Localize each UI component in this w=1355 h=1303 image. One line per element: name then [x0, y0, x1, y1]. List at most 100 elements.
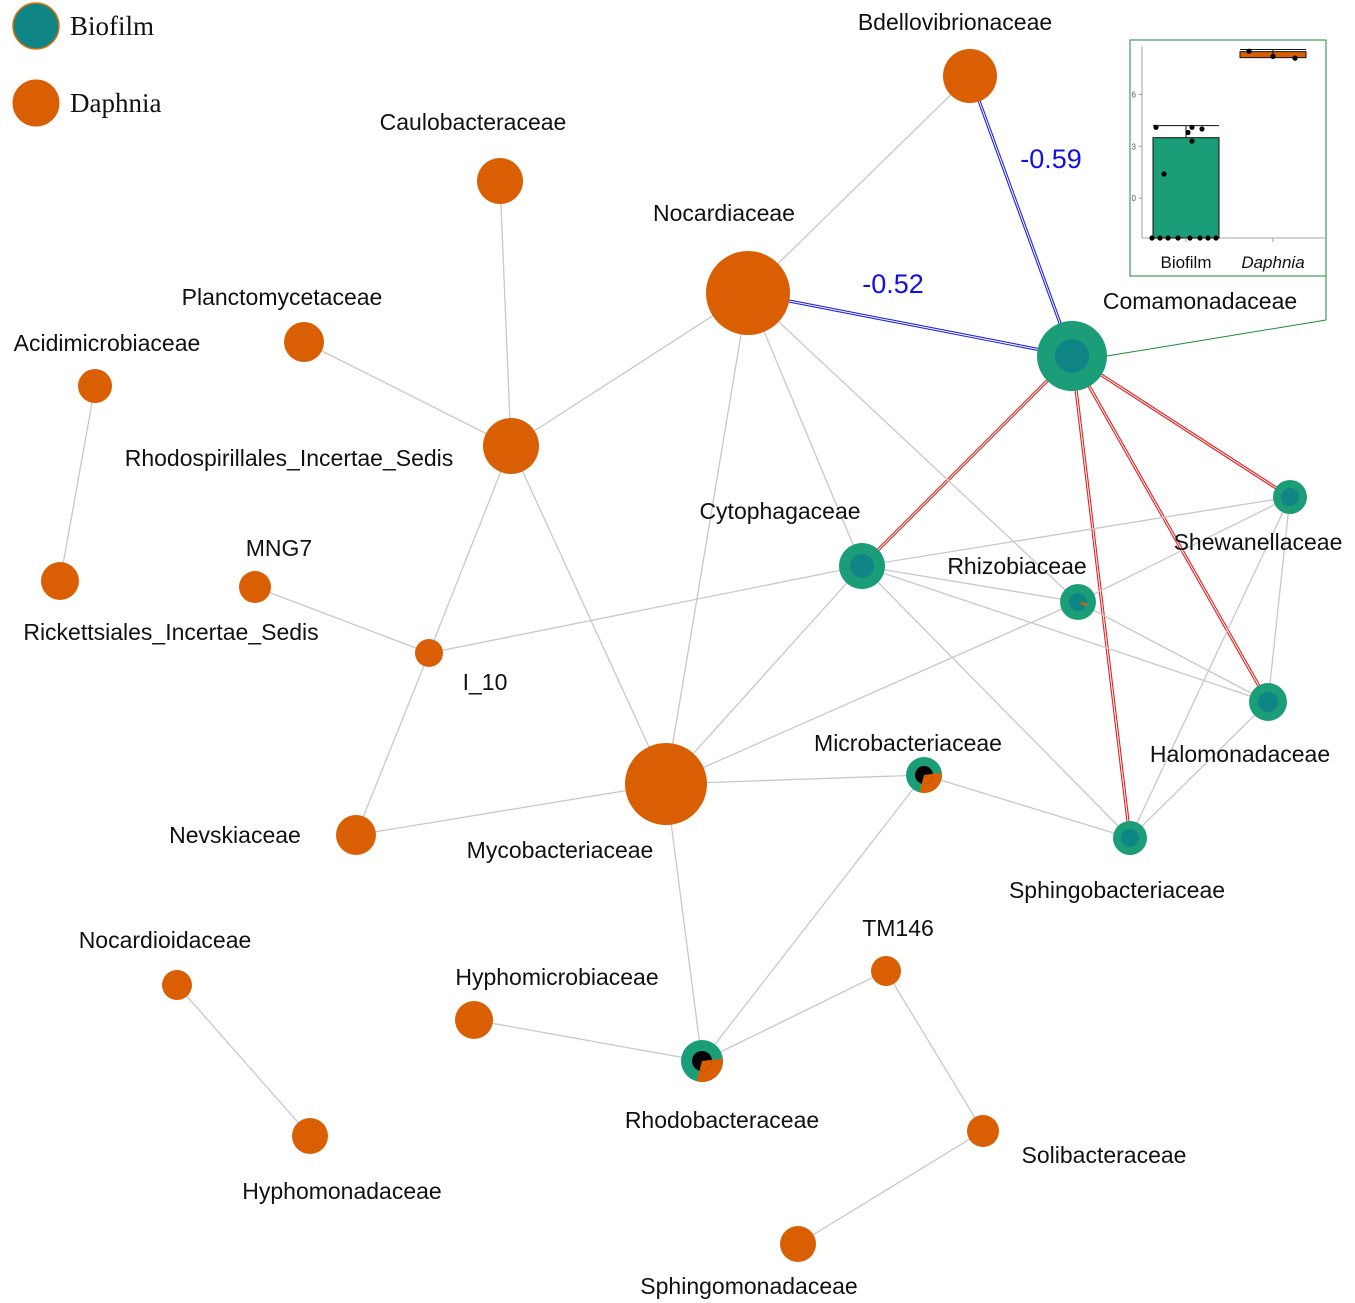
edge-comamona-shewanella [1071, 354, 1291, 499]
inset-data-point [1213, 235, 1219, 241]
edge-cytophaga-sphingobact [861, 565, 1131, 839]
node-label-i10: I_10 [463, 669, 508, 695]
node-circle [455, 1001, 493, 1039]
node-inner-daphnia-wedge [921, 773, 933, 784]
node-daphnia-wedge [1078, 602, 1087, 607]
inset-data-point [1185, 129, 1191, 136]
edge-mycobact-rhodobact [665, 783, 703, 1062]
node-comamona [1037, 321, 1107, 391]
node-cytophaga [839, 543, 885, 589]
node-circle [706, 251, 790, 335]
inset-data-point [1149, 235, 1155, 241]
node-inner-core [1258, 692, 1278, 712]
node-i10 [415, 639, 443, 667]
node-label-rhodospir: Rhodospirillales_Incertae_Sedis [125, 445, 454, 471]
node-label-nevskia: Nevskiaceae [169, 822, 301, 848]
node-circle [967, 1115, 999, 1147]
node-mycobact [625, 743, 707, 825]
edge-weight-label: -0.52 [862, 269, 924, 299]
inset-data-point [1189, 138, 1195, 144]
node-circle [292, 1118, 328, 1154]
node-label-caulo: Caulobacteraceae [380, 109, 567, 135]
node-label-tm146: TM146 [862, 915, 934, 941]
inset-data-point [1175, 235, 1181, 241]
node-circle [943, 49, 997, 103]
edge-core [1071, 355, 1269, 703]
inset-data-point [1246, 48, 1252, 54]
legend-biofilm-label: Biofilm [70, 11, 154, 41]
inset-data-point [1153, 124, 1159, 130]
node-tm146 [871, 956, 901, 986]
node-label-sphingobact: Sphingobacteriaceae [1009, 877, 1225, 903]
node-circle [625, 743, 707, 825]
inset-y-tick-label: 0 [1132, 194, 1137, 203]
node-label-bdello: Bdellovibrionaceae [858, 9, 1052, 35]
node-ricketts [41, 562, 79, 600]
edge-cytophaga-rhizobia [861, 565, 1079, 603]
inset-data-point [1205, 235, 1211, 241]
node-caulo [477, 158, 523, 204]
edge-acidimicro-ricketts [59, 385, 96, 582]
node-acidimicro [78, 369, 112, 403]
node-circle [78, 369, 112, 403]
node-layer [41, 49, 1307, 1262]
edge-rhizobia-shewanella [1077, 496, 1291, 603]
node-label-hyphomicro: Hyphomicrobiaceae [455, 964, 658, 990]
node-circle [477, 158, 523, 204]
edge-core [1071, 355, 1291, 498]
edge-rhizobia-halomona [1077, 601, 1269, 703]
node-sphingobact [1113, 821, 1147, 855]
node-label-rhizobia: Rhizobiaceae [947, 553, 1086, 579]
edge-bdello-nocardiaceae [747, 75, 971, 294]
node-rhizobia [1060, 584, 1096, 620]
node-circle [239, 571, 271, 603]
node-label-ricketts: Rickettsiales_Incertae_Sedis [23, 619, 318, 645]
inset-data-point [1197, 235, 1203, 241]
edge-mycobact-nevskia [355, 783, 667, 836]
inset-data-point [1165, 235, 1171, 241]
edge-i10-nevskia [355, 652, 430, 836]
legend-daphnia-label: Daphnia [70, 88, 161, 118]
inset-data-point [1270, 53, 1276, 59]
node-label-comamona: Comamonadaceae [1103, 288, 1297, 314]
inset-data-point [1199, 126, 1205, 132]
node-hyphomicro [455, 1001, 493, 1039]
edge-mycobact-microbact [665, 774, 925, 785]
node-mng7 [239, 571, 271, 603]
inset-data-point [1292, 55, 1298, 61]
edge-plancto-rhodospir [303, 341, 512, 447]
inset-connector-lower [1106, 319, 1327, 357]
node-label-nocardiaceae: Nocardiaceae [653, 200, 795, 226]
node-label-nocardioid: Nocardioidaceae [79, 927, 252, 953]
node-hyphomona [292, 1118, 328, 1154]
legend-biofilm-swatch [12, 2, 60, 50]
node-halomona [1249, 683, 1287, 721]
node-label-mng7: MNG7 [246, 535, 312, 561]
edge-nocardioid-hyphomona [176, 984, 311, 1137]
edge-rhizobia-mycobact [665, 601, 1079, 785]
node-circle [162, 970, 192, 1000]
node-microbact [906, 757, 943, 793]
edge-cytophaga-mycobact [665, 565, 863, 785]
inset-data-point [1189, 124, 1195, 130]
node-label-halomona: Halomonadaceae [1150, 741, 1330, 767]
node-label-hyphomona: Hyphomonadaceae [242, 1178, 441, 1204]
node-label-mycobact: Mycobacteriaceae [467, 837, 654, 863]
inset-data-point [1187, 235, 1193, 241]
edge-bdello-comamona [968, 75, 1074, 357]
node-label-plancto: Planctomycetaceae [182, 284, 383, 310]
edge-rhodobact-tm146 [701, 970, 887, 1062]
edge-layer: -0.59-0.52 [59, 75, 1291, 1245]
legend-daphnia-swatch [12, 79, 60, 127]
edge-rhodospir-mycobact [510, 445, 667, 785]
node-label-rhodobact: Rhodobacteraceae [625, 1107, 819, 1133]
node-inner-core [1121, 829, 1139, 847]
node-inner-core [850, 554, 874, 578]
inset-data-point [1157, 235, 1163, 241]
node-circle [336, 815, 376, 855]
node-inner-core [1055, 339, 1089, 373]
node-nocardioid [162, 970, 192, 1000]
edge-hyphomicro-rhodobact [473, 1019, 703, 1062]
